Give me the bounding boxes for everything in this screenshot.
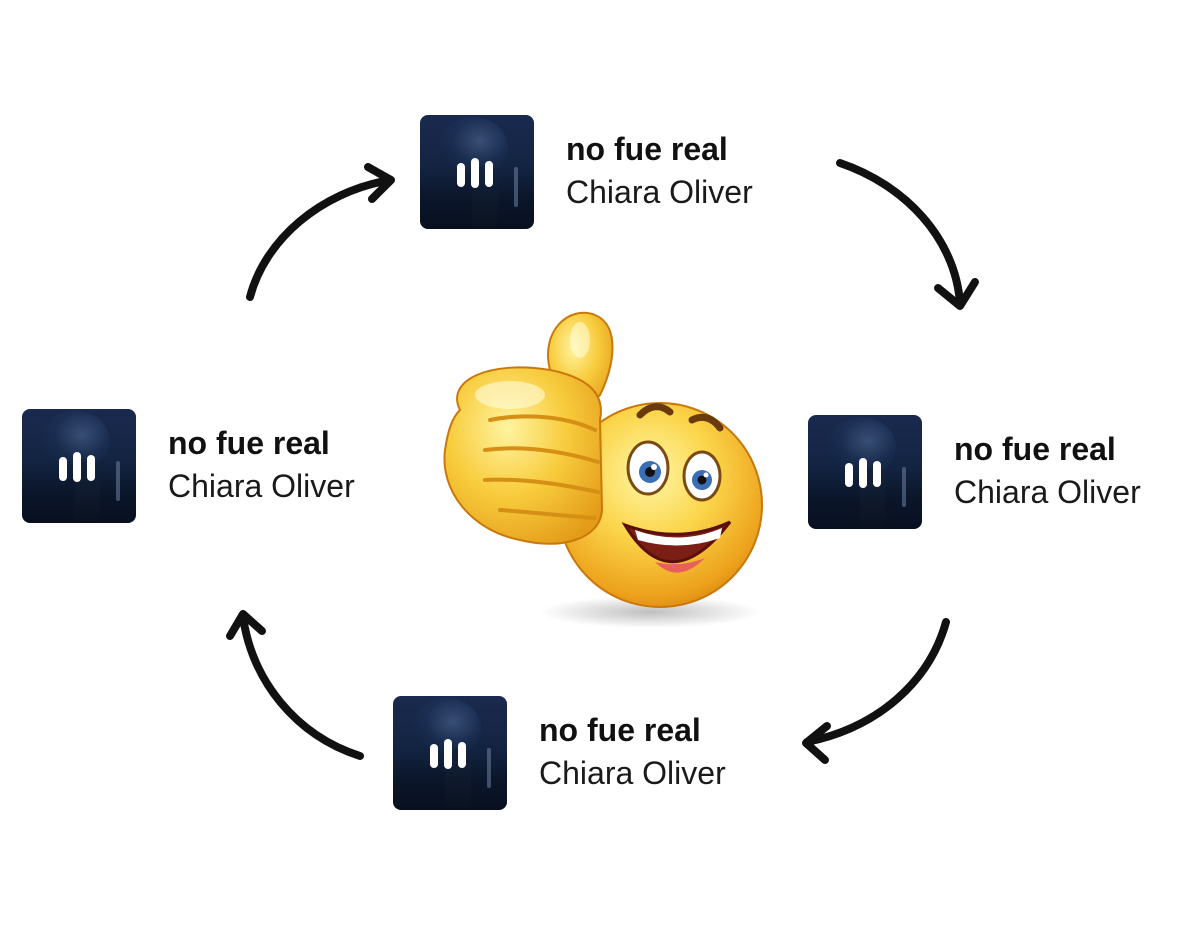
curved-arrow-icon	[226, 610, 364, 760]
track-artist: Chiara Oliver	[539, 755, 726, 791]
thumbs-up-emoji	[443, 311, 763, 628]
now-playing-bars-icon	[59, 452, 99, 482]
track-item-left[interactable]: no fue real Chiara Oliver	[22, 409, 412, 523]
track-title: no fue real	[566, 131, 728, 167]
album-cover	[22, 409, 136, 523]
now-playing-bars-icon	[457, 158, 497, 188]
track-title: no fue real	[954, 431, 1116, 467]
track-title: no fue real	[539, 712, 701, 748]
thumb-hand	[443, 311, 614, 545]
track-artist: Chiara Oliver	[168, 468, 355, 504]
now-playing-bars-icon	[430, 739, 470, 769]
album-cover	[420, 115, 534, 229]
track-artist: Chiara Oliver	[566, 174, 753, 210]
curved-arrow-icon	[246, 163, 395, 301]
track-title: no fue real	[168, 425, 330, 461]
album-cover	[393, 696, 507, 810]
track-item-bottom[interactable]: no fue real Chiara Oliver	[393, 696, 813, 810]
album-cover	[808, 415, 922, 529]
curved-arrow-icon	[802, 618, 950, 764]
now-playing-bars-icon	[845, 458, 885, 488]
track-item-top[interactable]: no fue real Chiara Oliver	[420, 115, 840, 229]
curved-arrow-icon	[836, 159, 979, 310]
track-item-right[interactable]: no fue real Chiara Oliver	[808, 415, 1198, 529]
track-artist: Chiara Oliver	[954, 474, 1141, 510]
